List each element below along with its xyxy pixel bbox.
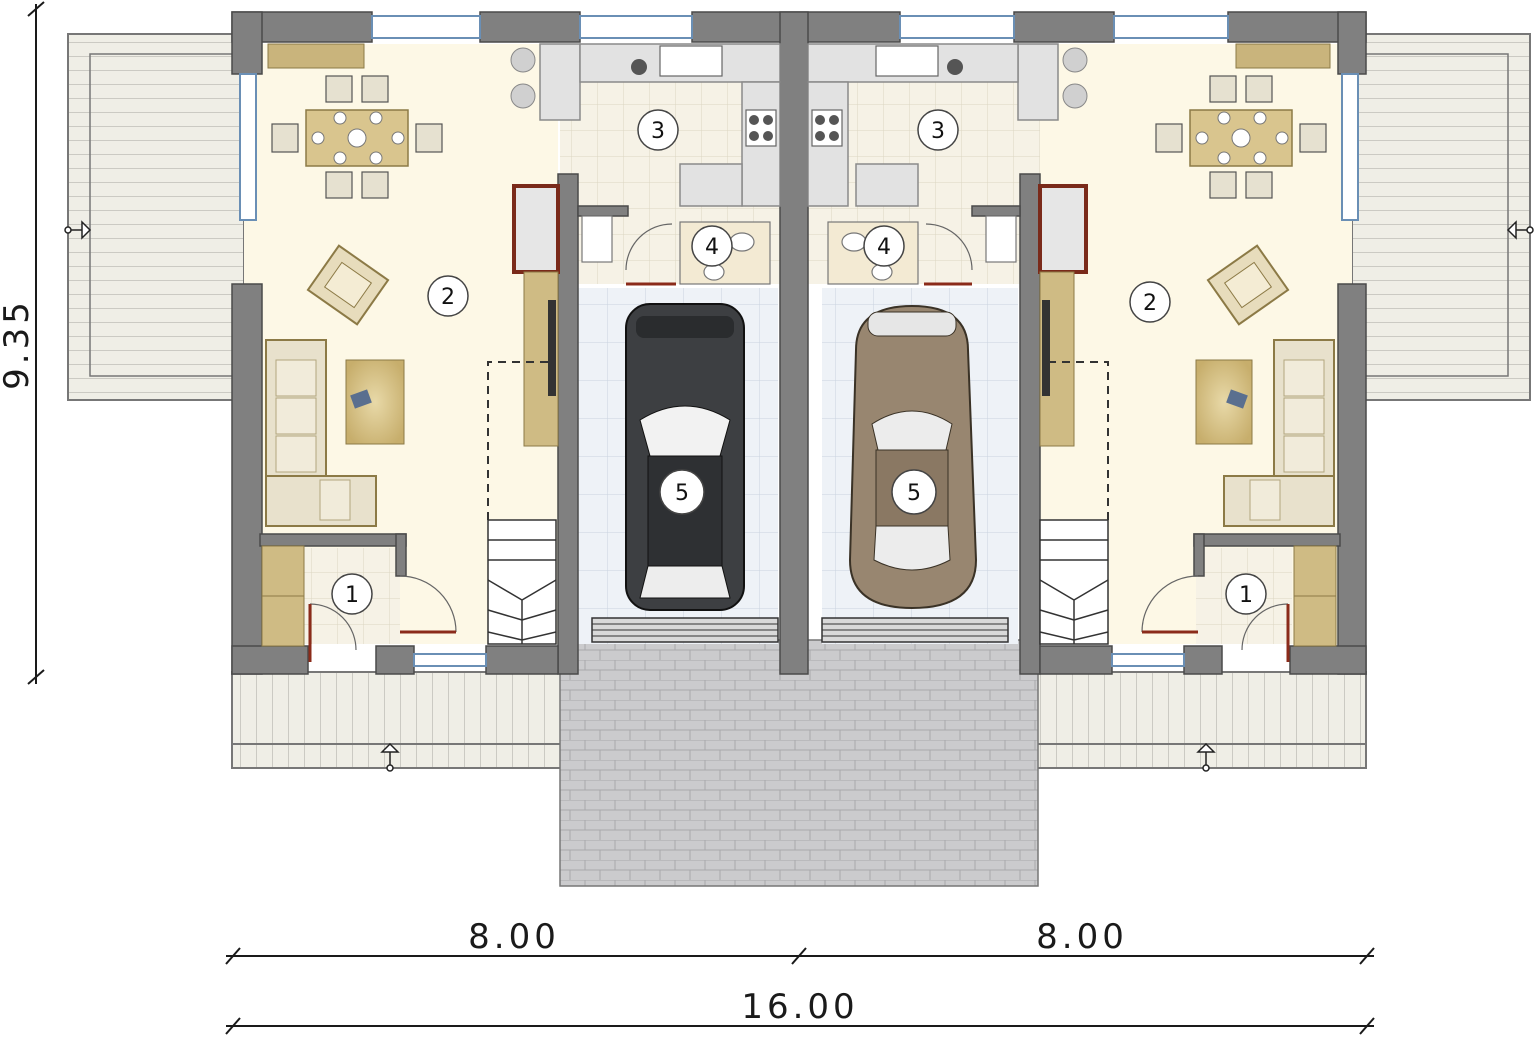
door-swings	[309, 223, 1289, 651]
right-hall-wardrobe	[1293, 545, 1337, 647]
svg-text:1: 1	[1239, 583, 1253, 608]
dimension-lines	[27, 1, 1375, 1035]
svg-text:1: 1	[345, 583, 359, 608]
room-label-right-wc: 4	[863, 225, 905, 267]
svg-text:2: 2	[1143, 291, 1157, 316]
left-hall-wardrobe	[261, 545, 305, 647]
entry-arrows	[64, 220, 1534, 772]
svg-text:5: 5	[907, 481, 921, 506]
left-sofa	[265, 339, 377, 527]
front-deck-right	[1035, 671, 1367, 769]
left-armchair	[306, 244, 390, 326]
svg-text:3: 3	[651, 119, 665, 144]
windows	[239, 15, 1359, 667]
chimney	[512, 184, 1088, 274]
walls	[231, 11, 1367, 675]
right-dining-set	[1155, 75, 1327, 199]
room-label-right-kitchen: 3	[917, 109, 959, 151]
right-kitchen-counter	[807, 43, 1059, 207]
svg-text:4: 4	[877, 235, 891, 260]
svg-text:2: 2	[441, 285, 455, 310]
left-tv-cabinet	[523, 271, 559, 447]
right-coffee-table	[1195, 359, 1253, 445]
room-label-right-hall: 1	[1225, 573, 1267, 615]
svg-text:3: 3	[931, 119, 945, 144]
right-terrace	[1351, 33, 1531, 401]
left-terrace	[67, 33, 245, 401]
room-label-left-kitchen: 3	[637, 109, 679, 151]
right-width-dimension-label: 8.00	[1036, 917, 1128, 957]
right-tv-cabinet	[1039, 271, 1075, 447]
room-label-right-garage: 5	[891, 469, 937, 515]
right-staircase	[1039, 519, 1109, 645]
left-width-dimension-label: 8.00	[468, 917, 560, 957]
svg-text:5: 5	[675, 481, 689, 506]
left-dining-set	[271, 75, 443, 199]
front-deck-left	[231, 671, 563, 769]
left-sideboard	[267, 43, 365, 69]
svg-text:4: 4	[705, 235, 719, 260]
driveway-paving	[559, 639, 1039, 887]
left-staircase	[487, 519, 557, 645]
right-armchair	[1206, 244, 1290, 326]
total-width-dimension-label: 16.00	[741, 987, 858, 1027]
right-sofa	[1223, 339, 1335, 527]
left-coffee-table	[345, 359, 405, 445]
left-car	[625, 303, 745, 611]
room-label-left-wc: 4	[691, 225, 733, 267]
room-label-left-garage: 5	[659, 469, 705, 515]
right-car	[848, 304, 978, 610]
room-label-right-living: 2	[1129, 281, 1171, 323]
height-dimension-label: 9.35	[0, 298, 37, 390]
right-sideboard	[1235, 43, 1331, 69]
room-label-left-living: 2	[427, 275, 469, 317]
room-label-left-hall: 1	[331, 573, 373, 615]
